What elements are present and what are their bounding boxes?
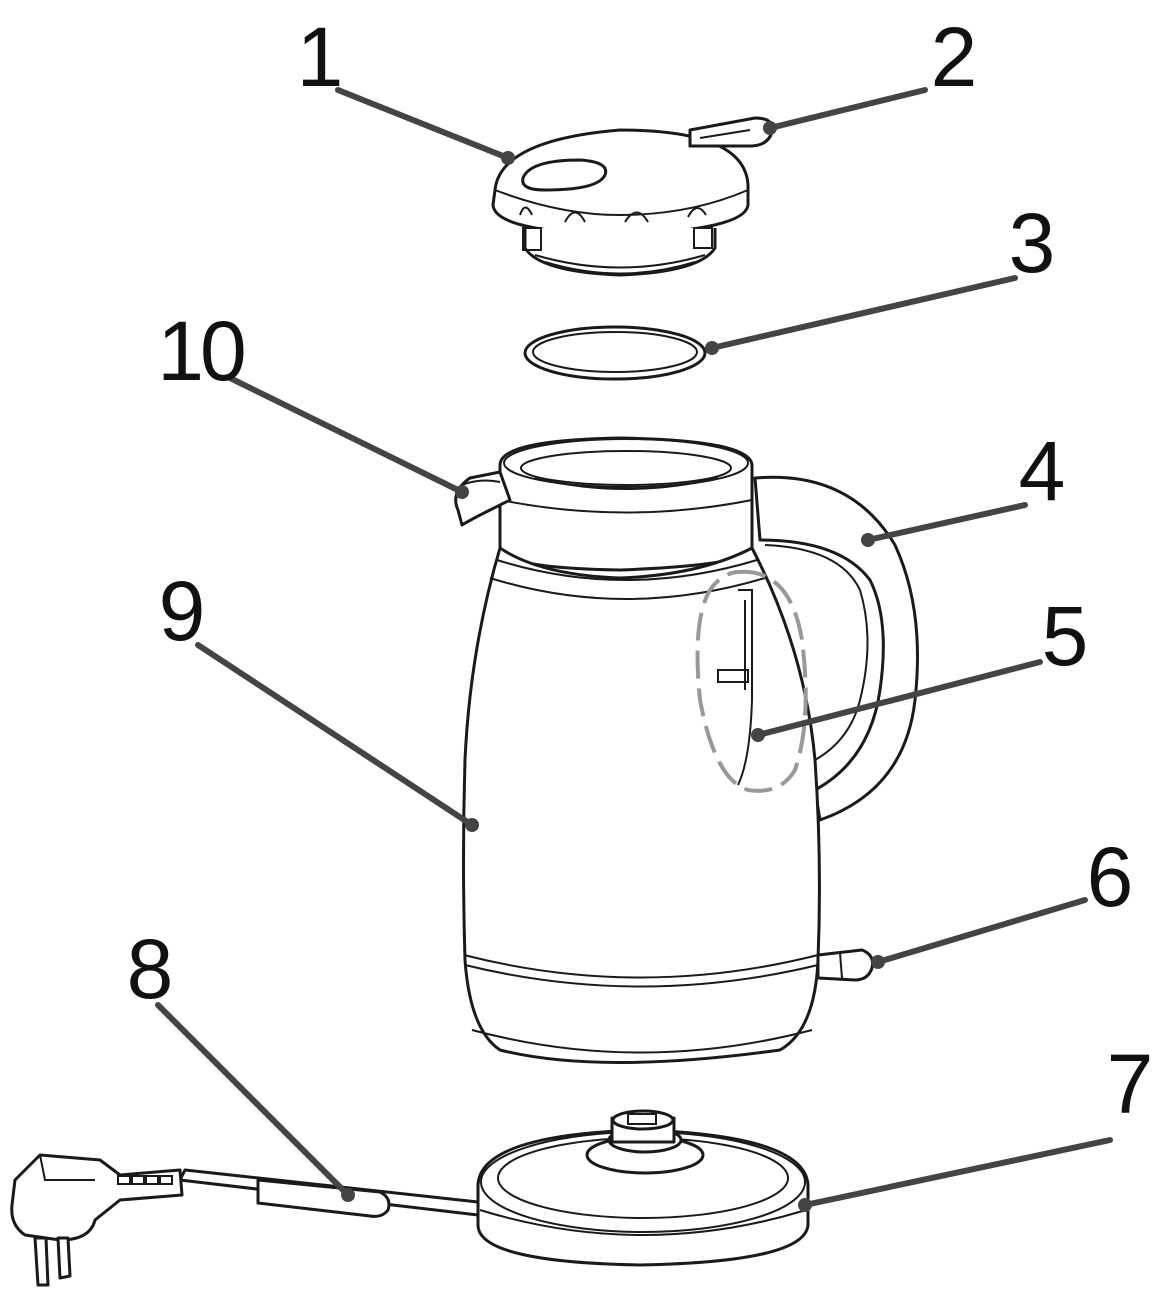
power-cord	[10, 1153, 480, 1287]
callout-7: 7	[1107, 1037, 1150, 1131]
leader-lines	[155, 87, 1113, 1212]
leader-4	[865, 502, 1028, 543]
leader-3	[709, 275, 1018, 351]
callout-numbers: 1 2 3 4 5 6 7 8 9 10	[127, 10, 1154, 1131]
leader-2	[767, 87, 928, 131]
leader-7	[802, 1137, 1113, 1208]
callout-1: 1	[297, 10, 340, 104]
callout-2: 2	[931, 10, 974, 104]
lid	[491, 128, 750, 277]
leader-8	[155, 1002, 351, 1198]
leader-1	[335, 87, 511, 161]
lid-seal	[523, 325, 707, 381]
handle	[753, 475, 919, 822]
leader-10	[227, 375, 465, 495]
leader-6	[875, 897, 1088, 965]
callout-4: 4	[1019, 424, 1064, 518]
kettle-body	[462, 436, 821, 1064]
water-window	[695, 569, 808, 793]
callout-10: 10	[157, 304, 244, 398]
power-base	[476, 1109, 810, 1267]
leader-5	[755, 659, 1043, 738]
callout-8: 8	[127, 922, 171, 1016]
callout-5: 5	[1042, 589, 1086, 683]
switch	[816, 948, 874, 982]
callout-9: 9	[159, 564, 202, 658]
lid-button	[688, 116, 774, 148]
callout-6: 6	[1087, 830, 1131, 924]
leader-9	[195, 642, 475, 828]
callout-3: 3	[1009, 196, 1053, 290]
